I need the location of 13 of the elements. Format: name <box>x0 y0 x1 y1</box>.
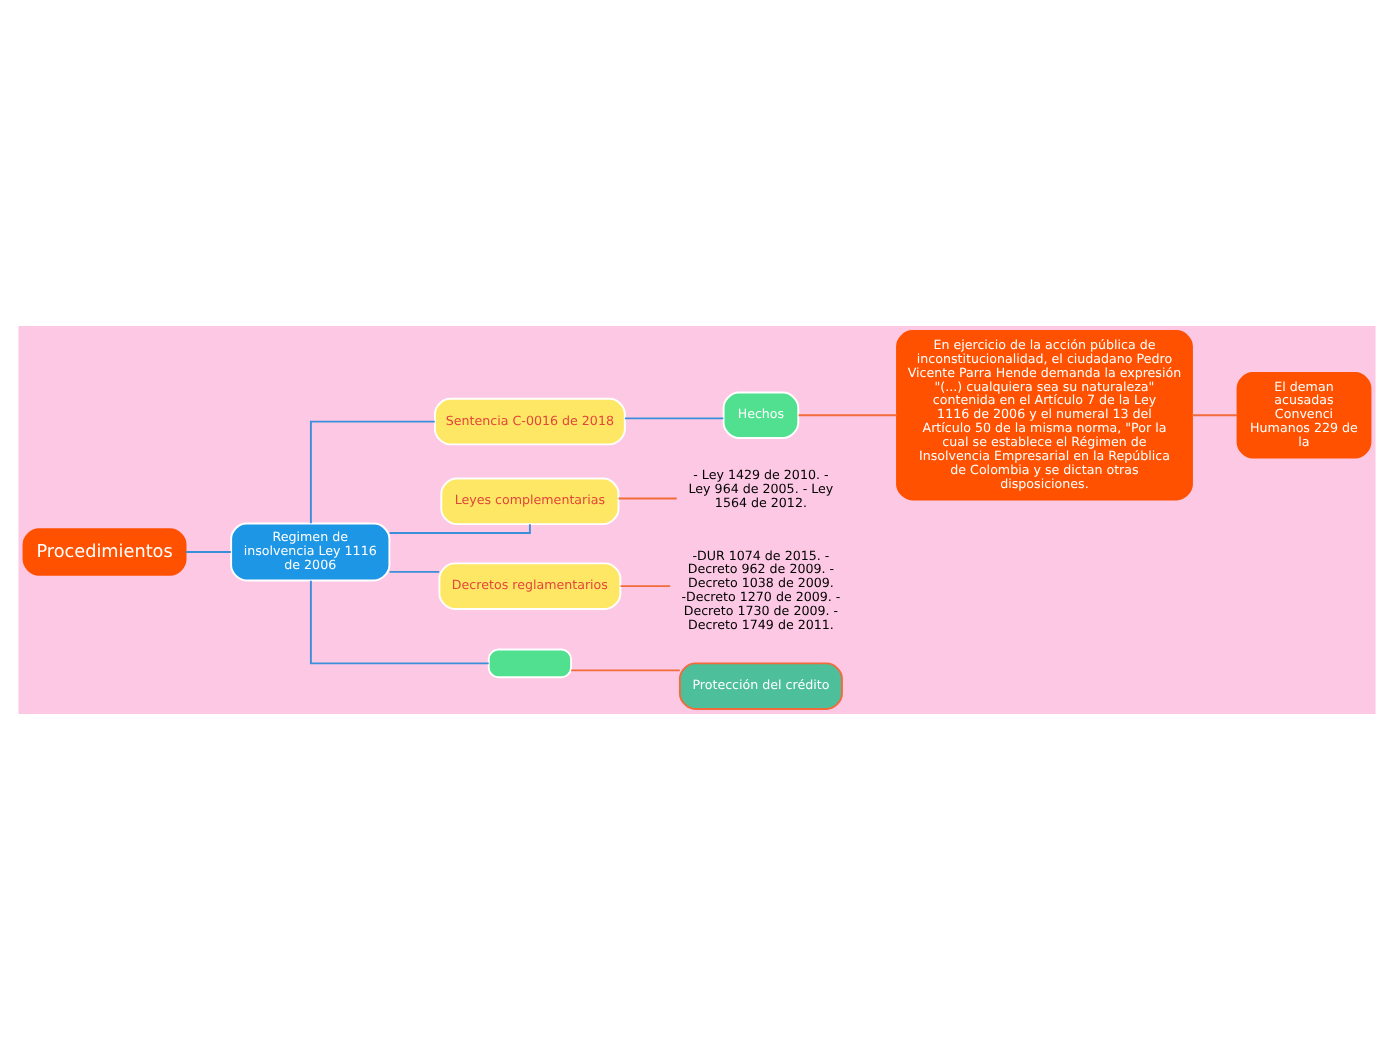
connector <box>617 497 678 500</box>
node-box <box>487 648 572 679</box>
connector <box>388 523 531 534</box>
connector <box>570 669 681 672</box>
connector <box>619 585 672 588</box>
connector <box>623 417 725 420</box>
connector <box>388 570 441 573</box>
connector <box>184 551 232 553</box>
connector <box>1191 414 1239 417</box>
node-box: Procedimientos <box>22 528 187 576</box>
connector <box>309 420 436 525</box>
connector <box>309 579 490 665</box>
connector <box>797 414 898 417</box>
